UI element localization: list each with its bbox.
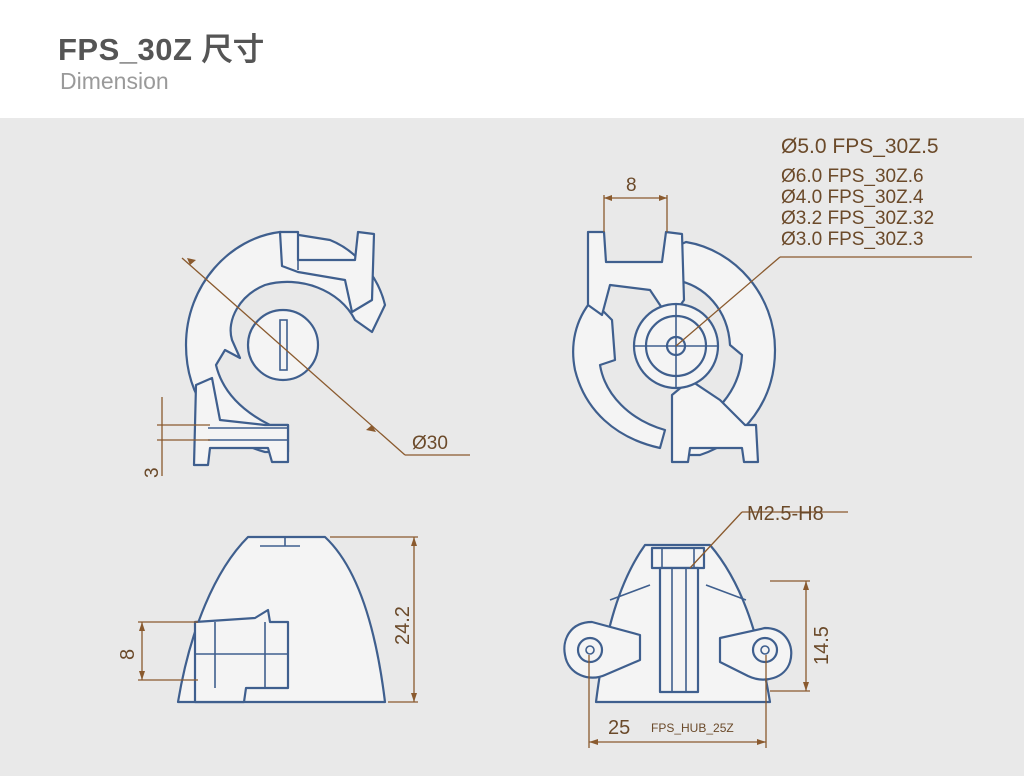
drawing-canvas: Ø30 3 8 Ø5.0 FPS_30Z.5 Ø6.0 FPS_30Z.6 Ø4… xyxy=(0,118,1024,776)
top-left-diameter-label: Ø30 xyxy=(412,433,448,454)
blade-clip-lower xyxy=(192,376,290,467)
top-right-dimensions: 8 Ø5.0 FPS_30Z.5 Ø6.0 FPS_30Z.6 Ø4.0 FPS… xyxy=(603,135,972,347)
bore-option-2: Ø6.0 FPS_30Z.6 xyxy=(781,166,924,187)
top-left-view xyxy=(184,230,387,467)
bore-option-primary: Ø5.0 FPS_30Z.5 xyxy=(781,135,939,158)
top-right-view xyxy=(572,230,777,464)
top-left-dimensions: Ø30 3 xyxy=(142,257,470,478)
hub-shaft xyxy=(658,566,700,694)
bottom-right-height-label: 14.5 xyxy=(811,626,833,665)
top-right-width-label: 8 xyxy=(626,175,637,196)
blade-clip-upper-right xyxy=(586,230,686,322)
page-title: FPS_30Z 尺寸 xyxy=(58,32,265,67)
bottom-left-view xyxy=(176,535,387,704)
spinner-disc-front xyxy=(184,230,387,454)
bottom-right-view xyxy=(563,543,793,704)
hub-part-label: FPS_HUB_25Z xyxy=(651,721,734,735)
side-clip xyxy=(193,608,290,704)
page-subtitle: Dimension xyxy=(60,68,169,94)
hub-bolt-hole-right xyxy=(751,636,779,664)
bottom-left-dimensions: 24.2 8 xyxy=(117,536,418,703)
technical-drawing: Ø30 3 8 Ø5.0 FPS_30Z.5 Ø6.0 FPS_30Z.6 Ø4… xyxy=(117,135,972,748)
bottom-right-width-label: 25 xyxy=(608,717,630,739)
bore-option-5: Ø3.0 FPS_30Z.3 xyxy=(781,229,924,250)
top-left-height-label: 3 xyxy=(142,467,163,478)
bore-option-3: Ø4.0 FPS_30Z.4 xyxy=(781,187,924,208)
spinner-disc-back-left xyxy=(572,298,667,450)
page-header: FPS_30Z 尺寸 Dimension xyxy=(0,0,1024,118)
thread-label: M2.5-H8 xyxy=(747,503,824,525)
nut-block xyxy=(650,546,706,570)
bottom-left-height-label: 24.2 xyxy=(392,606,414,645)
blade-clip-lower-right xyxy=(670,378,760,464)
hub-bolt-hole-left xyxy=(576,636,604,664)
bottom-left-width-label: 8 xyxy=(117,649,139,660)
bore-option-4: Ø3.2 FPS_30Z.32 xyxy=(781,208,934,229)
bottom-right-dimensions: M2.5-H8 14.5 25 FPS_HUB_25Z xyxy=(588,503,848,748)
